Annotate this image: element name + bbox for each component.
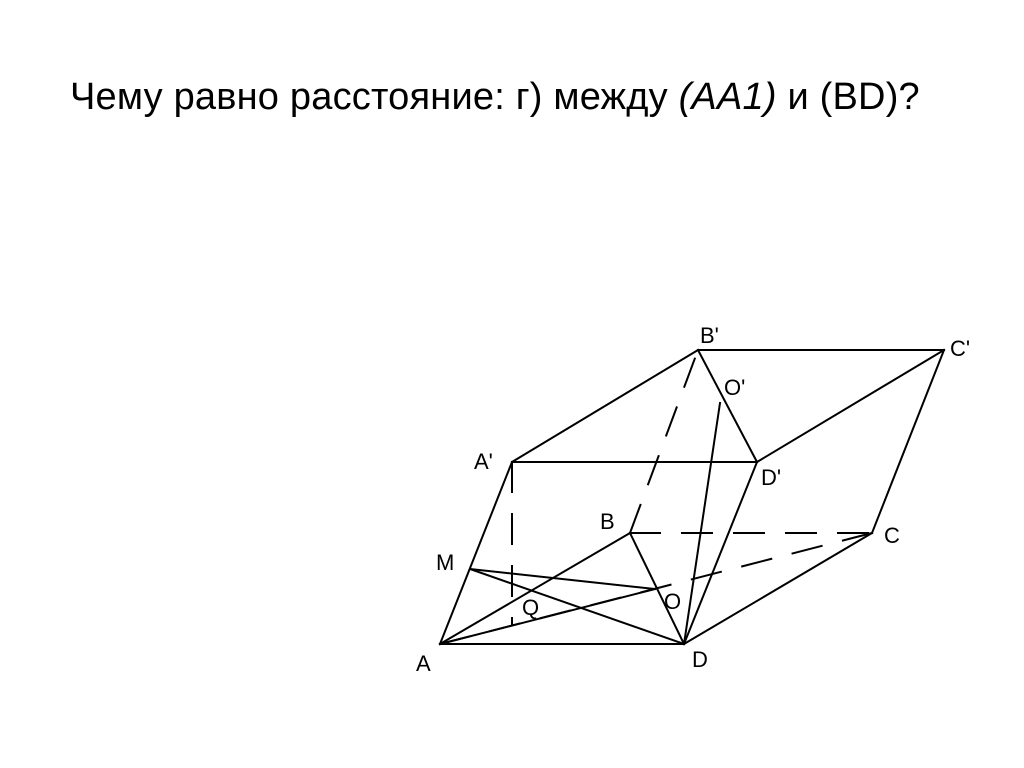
point-label-o1: O' <box>724 375 745 400</box>
point-label-c: C <box>884 523 900 548</box>
edge-c1-c <box>870 348 946 535</box>
point-label-a: A <box>416 651 431 676</box>
point-label-o: O <box>664 589 681 614</box>
edge-m-o <box>468 567 657 591</box>
slide-title: Чему равно расстояние: г) между (AA1) и … <box>70 76 1010 119</box>
edge-b-b1 <box>628 348 700 535</box>
point-label-b1: B' <box>700 323 719 348</box>
edge-a-b <box>438 531 632 646</box>
point-label-b: B <box>600 509 615 534</box>
point-label-c1: C' <box>950 336 970 361</box>
edge-a-a1 <box>438 460 514 646</box>
title-line-bd: и (BD)? <box>776 76 920 118</box>
point-label-m: M <box>436 550 454 575</box>
edge-d-c <box>682 531 874 646</box>
point-label-a1: A' <box>474 449 493 474</box>
point-label-d1: D' <box>761 465 781 490</box>
edge-a1-b1 <box>510 348 700 464</box>
edge-d1-d <box>682 460 759 646</box>
edge-o1-d <box>682 401 722 646</box>
diagram-labels: A D C B A' B' C' D' O O' M Q <box>416 323 970 676</box>
point-label-q: Q <box>522 595 539 620</box>
edge-b1-d1 <box>696 348 759 464</box>
diagram-edges <box>438 348 946 646</box>
edge-c1-d1 <box>755 348 946 464</box>
title-line-aa1: (AA1) <box>678 76 777 118</box>
edge-a-c <box>438 531 874 646</box>
edge-m-d <box>468 567 686 646</box>
point-label-d: D <box>692 647 708 672</box>
title-text: Чему равно расстояние: г) между <box>70 76 679 118</box>
